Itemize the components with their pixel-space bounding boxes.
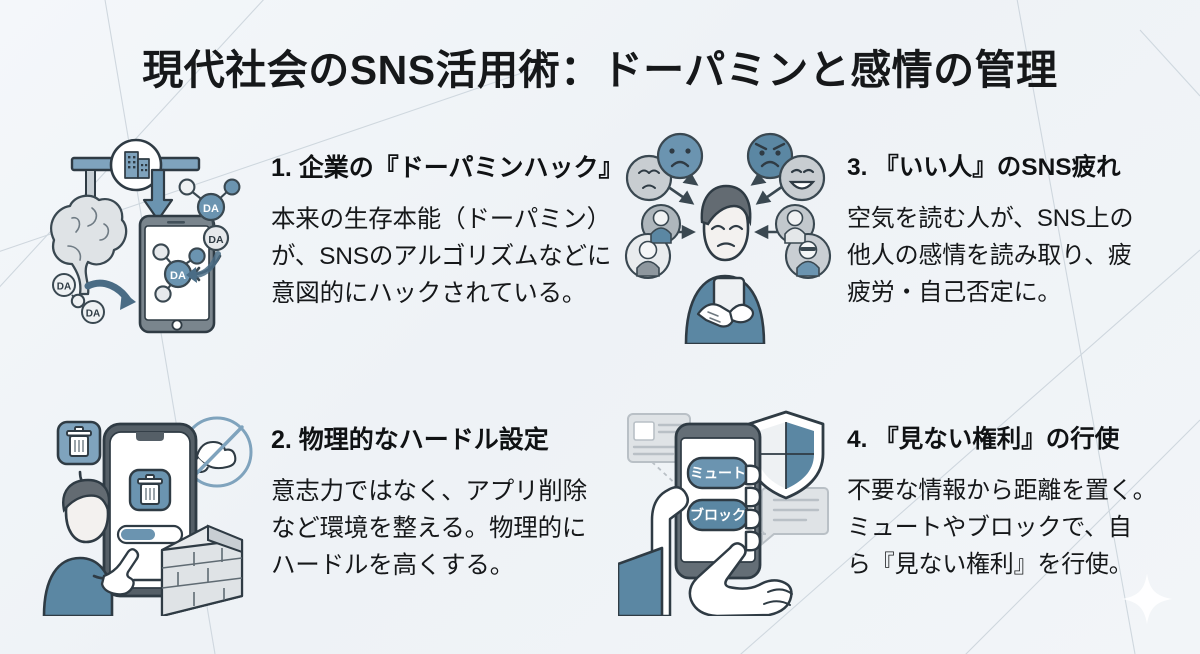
item-2: 2. 物理的なハードル設定 意志力ではなく、アプリ削除 など環境を整える。物理的… [42,400,602,616]
item-3-body-line-1: 空気を読む人が、SNS上の [847,205,1134,233]
svg-text:DA: DA [203,203,219,215]
item-1-body-line-2: が、SNSのアルゴリズムなどに [271,242,612,270]
mute-block-shield-illustration: ミュート ブロック [618,400,833,616]
item-4-text: 4. 『見ない権利』の行使 不要な情報から距離を置く。 ミュートやブロックで、自… [833,400,1184,583]
items-grid: DA DA DA [0,128,1200,648]
delete-app-hurdle-illustration [42,400,257,616]
item-1-body-line-3: 意図的にハックされている。 [271,279,587,307]
item-1-body-line-1: 本来の生存本能（ドーパミン） [271,205,611,233]
page-title: 現代社会のSNS活用術：ドーパミンと感情の管理 [142,47,1058,93]
item-3-body-line-2: 他人の感情を読み取り、疲 [847,242,1132,270]
item-3-heading: 3. 『いい人』のSNS疲れ [847,154,1121,181]
item-3-body-line-3: 疲労・自己否定に。 [847,279,1062,307]
brain-phone-dopamine-illustration: DA DA DA [42,128,257,344]
item-4-body-line-1: 不要な情報から距離を置く。 [847,477,1157,505]
item-3: 3. 『いい人』のSNS疲れ 空気を読む人が、SNS上の 他人の感情を読み取り、… [618,128,1184,344]
svg-text:DA: DA [208,234,224,246]
item-3-body: 空気を読む人が、SNS上の 他人の感情を読み取り、疲 疲労・自己否定に。 [847,200,1184,311]
item-2-body-line-2: など環境を整える。物理的に [271,514,587,542]
item-1-text: 1. 企業の『ドーパミンハック』 本来の生存本能（ドーパミン） が、SNSのアル… [257,128,624,312]
svg-text:DA: DA [170,270,186,282]
item-2-heading: 2. 物理的なハードル設定 [271,426,549,454]
item-2-body-line-1: 意志力ではなく、アプリ削除 [271,477,587,505]
svg-text:DA: DA [57,282,71,293]
item-1: DA DA DA [42,128,624,344]
item-4: ミュート ブロック [618,400,1184,616]
svg-text:DA: DA [86,309,100,320]
item-2-text: 2. 物理的なハードル設定 意志力ではなく、アプリ削除 など環境を整える。物理的… [257,400,602,584]
item-1-body: 本来の生存本能（ドーパミン） が、SNSのアルゴリズムなどに 意図的にハックされ… [271,201,624,312]
item-2-body-line-3: ハードルを高くする。 [271,551,514,579]
item-3-text: 3. 『いい人』のSNS疲れ 空気を読む人が、SNS上の 他人の感情を読み取り、… [833,128,1184,311]
item-2-body: 意志力ではなく、アプリ削除 など環境を整える。物理的に ハードルを高くする。 [271,473,602,584]
item-4-body-line-3: ら『見ない権利』を行使。 [847,551,1133,579]
item-1-heading: 1. 企業の『ドーパミンハック』 [271,154,624,182]
sns-fatigue-emotions-illustration [618,128,833,344]
mute-button-label: ミュート [690,465,746,481]
item-4-body: 不要な情報から距離を置く。 ミュートやブロックで、自 ら『見ない権利』を行使。 [847,472,1184,583]
item-4-body-line-2: ミュートやブロックで、自 [847,514,1132,542]
item-4-heading: 4. 『見ない権利』の行使 [847,426,1120,453]
block-button-label: ブロック [690,507,746,523]
